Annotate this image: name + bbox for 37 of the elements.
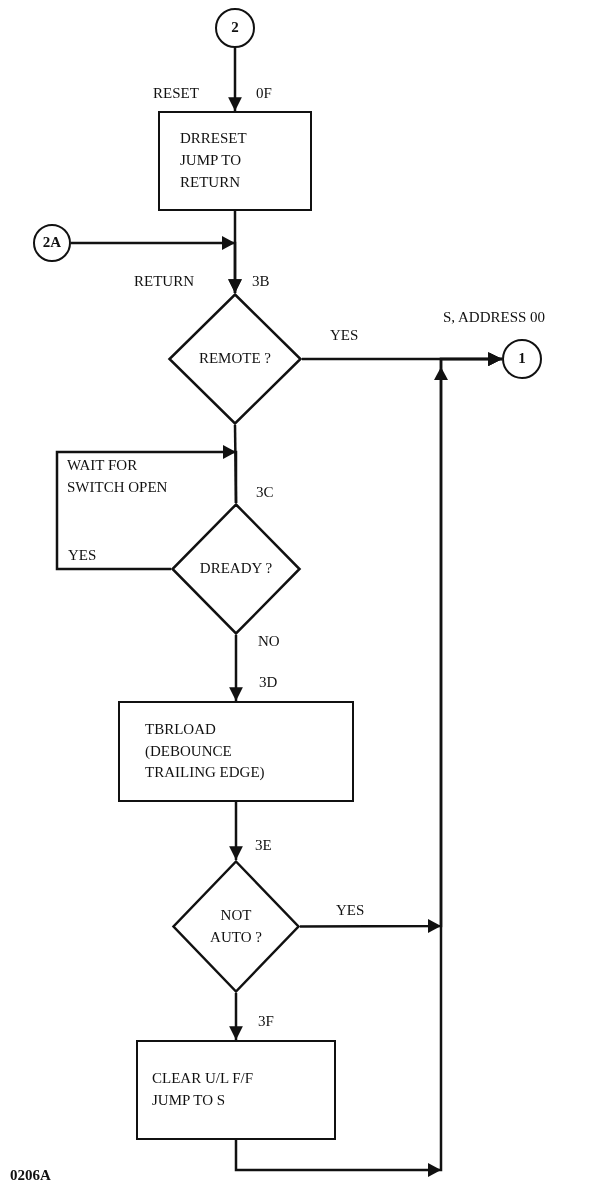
edge-label: YES bbox=[68, 546, 97, 564]
edge-label: NO bbox=[258, 632, 280, 650]
step-label: S, ADDRESS 00 bbox=[443, 308, 546, 326]
step-label: RESET bbox=[153, 84, 199, 102]
figure-number: 0206A bbox=[10, 1166, 51, 1183]
node-text: 2A bbox=[42, 233, 62, 253]
connector-circle bbox=[502, 339, 542, 379]
connector-circle bbox=[215, 8, 255, 48]
step-label: 0F bbox=[256, 84, 272, 102]
step-label: 3C bbox=[256, 483, 274, 501]
node-text: NOT AUTO ? bbox=[209, 905, 263, 947]
node-text: DREADY ? bbox=[198, 559, 274, 579]
node-text: CLEAR U/L F/F JUMP TO S bbox=[152, 1069, 255, 1110]
step-label: 3B bbox=[252, 272, 270, 290]
process-box bbox=[136, 1040, 336, 1140]
step-label: RETURN bbox=[134, 272, 194, 290]
connector-circle bbox=[33, 224, 71, 262]
step-label: 3F bbox=[258, 1012, 274, 1030]
node-text: TBRLOAD (DEBOUNCE TRAILING EDGE) bbox=[145, 719, 266, 783]
arrow bbox=[55, 445, 238, 571]
node-text: 1 bbox=[518, 349, 526, 369]
note-text: WAIT FOR SWITCH OPEN bbox=[67, 456, 169, 497]
step-label: 3D bbox=[259, 673, 278, 691]
node-text: DRRESET JUMP TO RETURN bbox=[180, 129, 248, 192]
edge-label: YES bbox=[330, 326, 359, 344]
arrow bbox=[229, 802, 243, 860]
arrow bbox=[229, 635, 243, 701]
arrow bbox=[71, 236, 242, 293]
edge-label: YES bbox=[336, 901, 365, 919]
node-text: REMOTE ? bbox=[197, 349, 273, 369]
arrow bbox=[229, 993, 243, 1040]
arrow bbox=[234, 352, 502, 1177]
process-box bbox=[118, 701, 354, 802]
step-label: 3E bbox=[255, 836, 272, 854]
arrow bbox=[228, 48, 242, 111]
process-box bbox=[158, 111, 312, 211]
node-text: 2 bbox=[231, 18, 239, 38]
